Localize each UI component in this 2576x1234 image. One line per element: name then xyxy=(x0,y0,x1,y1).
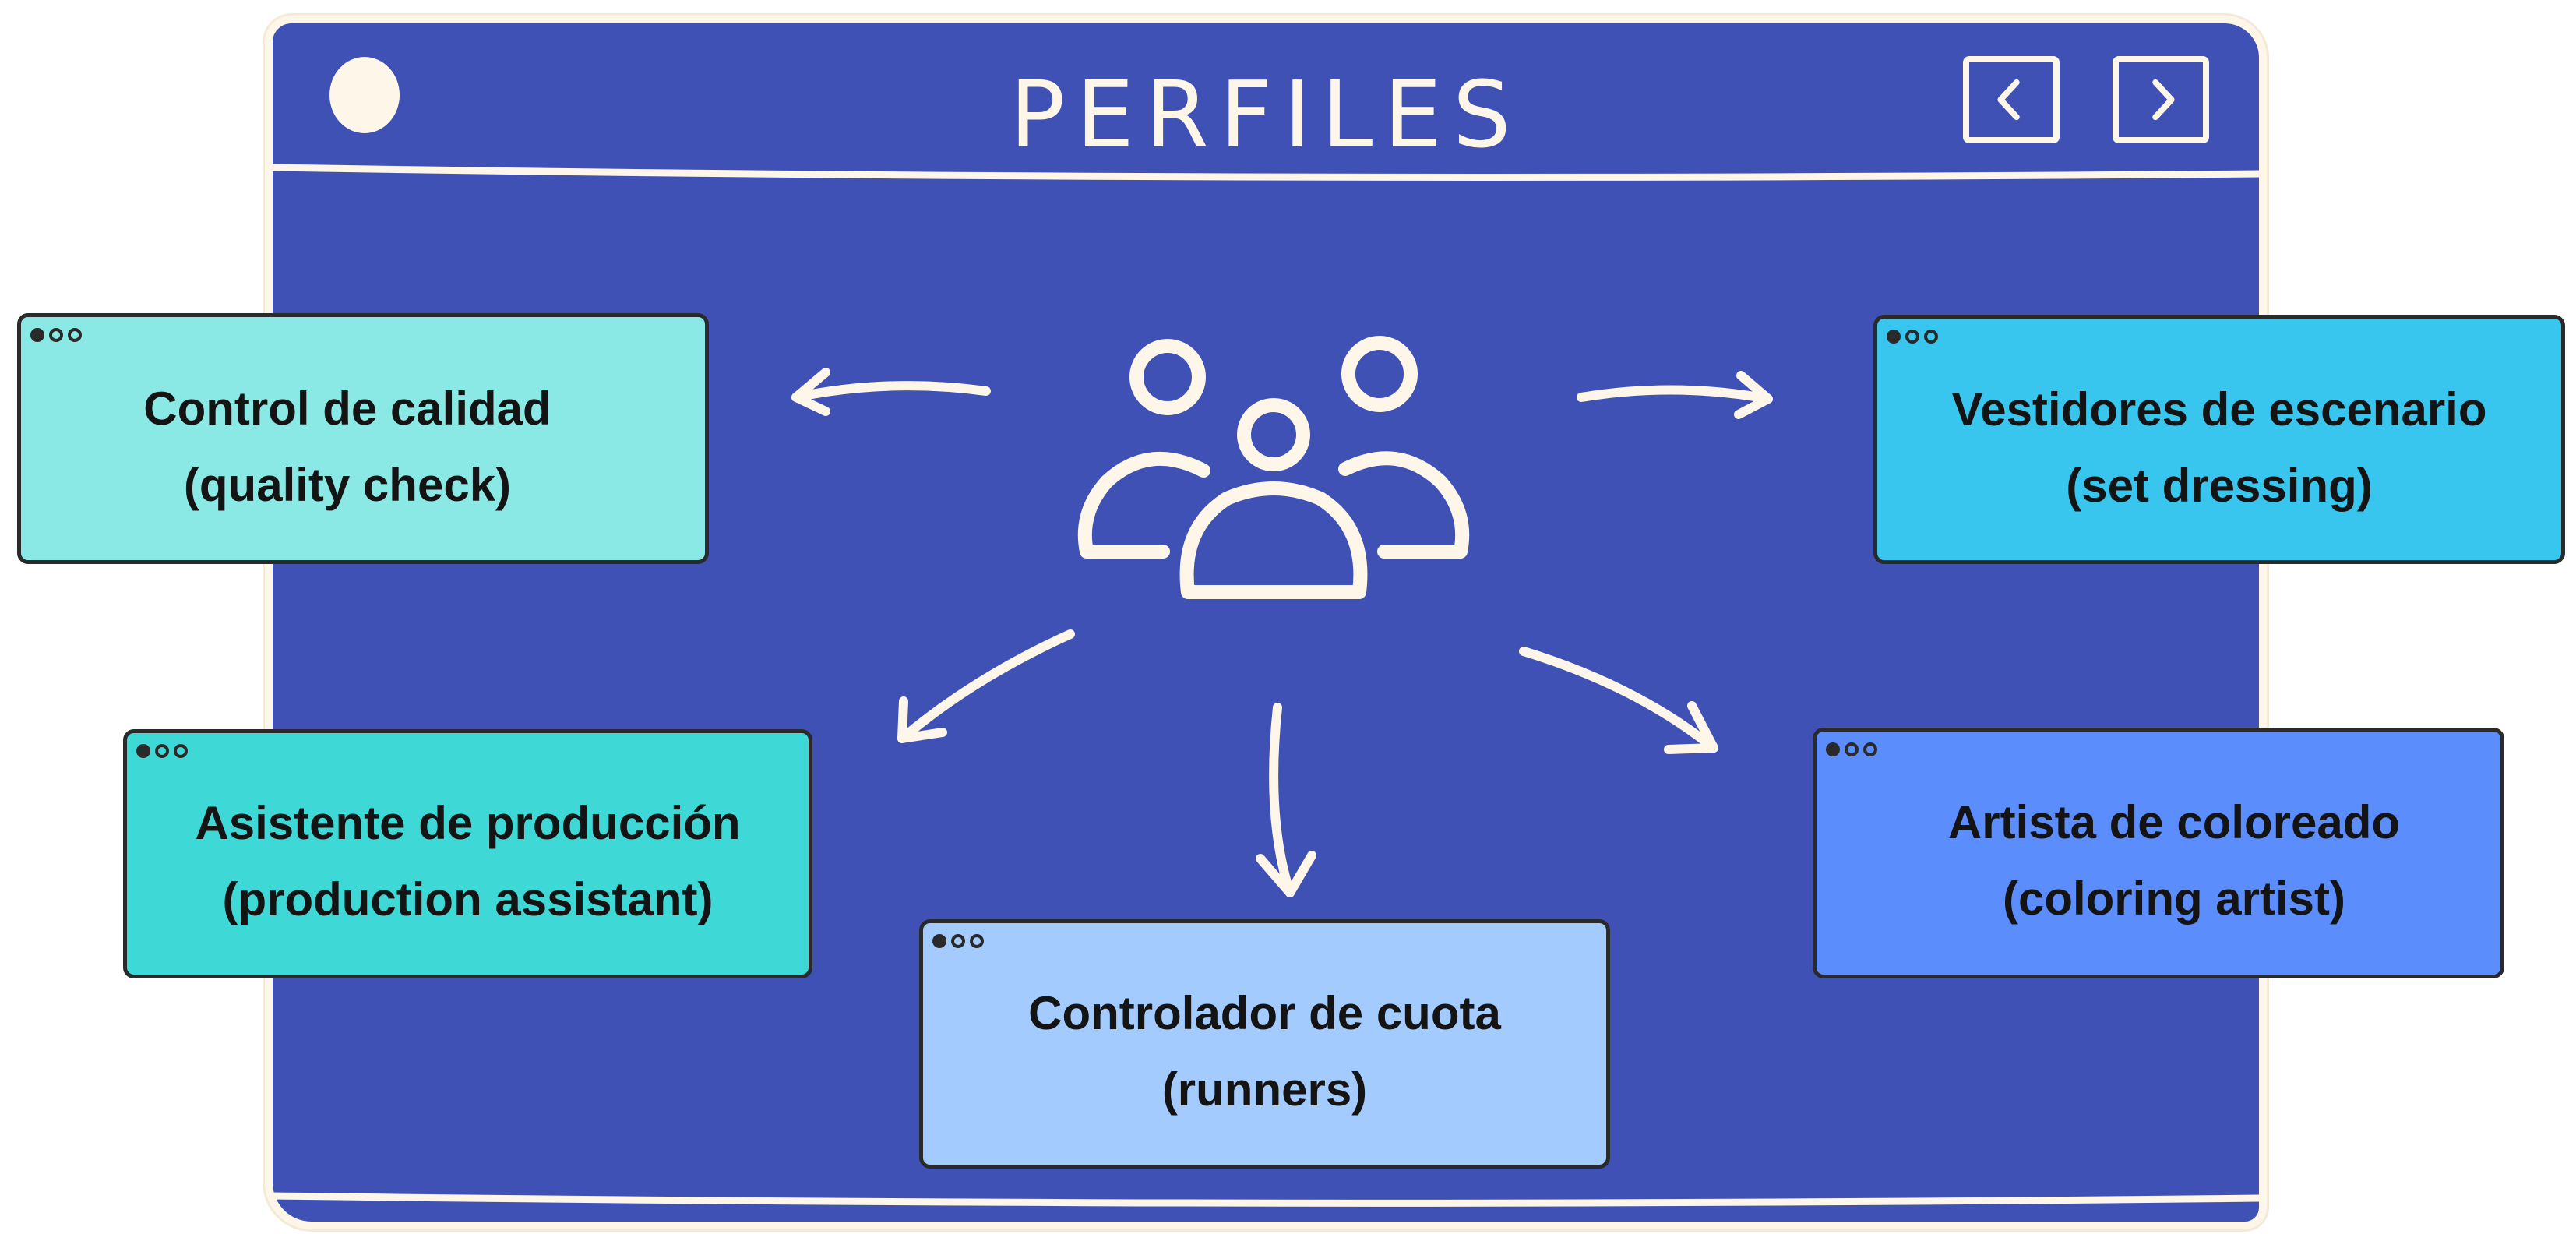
card-title: Asistente de producción xyxy=(195,797,741,849)
card-subtitle: (runners) xyxy=(1161,1063,1368,1116)
window-dot-icon xyxy=(329,57,400,133)
next-button[interactable] xyxy=(2113,56,2209,143)
card-window-dots xyxy=(1887,330,1938,344)
card-subtitle: (production assistant) xyxy=(222,873,714,926)
card-window-dots xyxy=(136,744,188,758)
card-window-dots xyxy=(1826,742,1877,756)
card-subtitle: (set dressing) xyxy=(2066,460,2373,512)
card-title: Control de calidad xyxy=(143,383,551,435)
chevron-left-icon xyxy=(1997,79,2020,121)
card-set-dressing: Vestidores de escenario (set dressing) xyxy=(1873,315,2565,564)
card-coloring-artist: Artista de coloreado (coloring artist) xyxy=(1813,728,2504,978)
chevron-right-icon xyxy=(2152,79,2175,121)
card-title: Artista de coloreado xyxy=(1947,796,2401,848)
card-window-dots xyxy=(30,328,82,342)
card-runners: Controlador de cuota (runners) xyxy=(919,919,1610,1169)
card-quality-check: Control de calidad (quality check) xyxy=(17,313,709,564)
card-subtitle: (coloring artist) xyxy=(2002,873,2345,925)
card-title: Vestidores de escenario xyxy=(1951,383,2487,435)
card-title: Controlador de cuota xyxy=(1028,987,1501,1039)
card-production-assistant: Asistente de producción (production assi… xyxy=(123,729,812,978)
card-subtitle: (quality check) xyxy=(183,459,512,511)
previous-button[interactable] xyxy=(1963,56,2060,143)
card-window-dots xyxy=(932,934,984,948)
window-titlebar: PERFILES xyxy=(273,23,2259,171)
users-group-icon xyxy=(1077,336,1470,599)
window-title: PERFILES xyxy=(1010,61,1522,168)
